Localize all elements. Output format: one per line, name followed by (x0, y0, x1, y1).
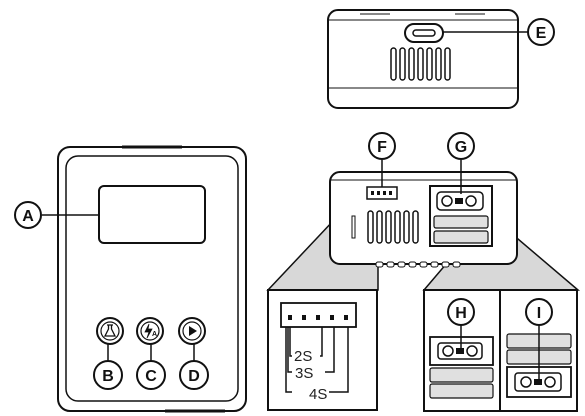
charger-front-panel: A (42, 145, 247, 413)
function-button[interactable] (96, 317, 124, 345)
callout-b: B (93, 360, 123, 390)
svg-text:B: B (102, 368, 114, 385)
lcd-display (98, 185, 206, 244)
output-zoom-box (423, 289, 578, 412)
svg-text:D: D (188, 368, 200, 385)
callout-e: E (527, 18, 555, 46)
balance-3s-label: 3S (295, 365, 313, 382)
usb-c-port (404, 23, 444, 43)
callout-d: D (179, 360, 209, 390)
balance-4s-label: 4S (309, 386, 327, 403)
callout-f: F (368, 132, 396, 160)
mode-button[interactable]: A (136, 317, 164, 345)
svg-text:G: G (455, 139, 467, 156)
svg-text:C: C (145, 368, 157, 385)
charger-side-view (329, 160, 518, 268)
charger-top-view (327, 9, 528, 109)
callout-c: C (136, 360, 166, 390)
play-icon (189, 326, 197, 336)
balance-brackets (285, 327, 349, 393)
base-vent-row (375, 261, 461, 268)
svg-text:H: H (455, 305, 467, 322)
balance-port (366, 186, 398, 200)
balance-zoom-box: 2S 3S 4S (267, 289, 378, 411)
svg-text:A: A (152, 331, 157, 338)
start-button[interactable] (178, 317, 206, 345)
h-port-detail (429, 336, 494, 399)
callout-g: G (447, 132, 475, 160)
svg-text:I: I (537, 305, 541, 322)
svg-text:A: A (22, 208, 34, 225)
side-vent-slots (367, 210, 419, 244)
top-vent-slots (390, 47, 451, 81)
balance-2s-label: 2S (294, 348, 312, 365)
flask-icon (103, 324, 117, 337)
callout-i: I (525, 298, 553, 326)
svg-text:E: E (536, 25, 547, 42)
svg-text:F: F (377, 139, 387, 156)
callout-a: A (14, 201, 42, 229)
output-port (429, 185, 493, 247)
callout-h: H (447, 298, 475, 326)
lightning-a-icon (144, 323, 153, 339)
